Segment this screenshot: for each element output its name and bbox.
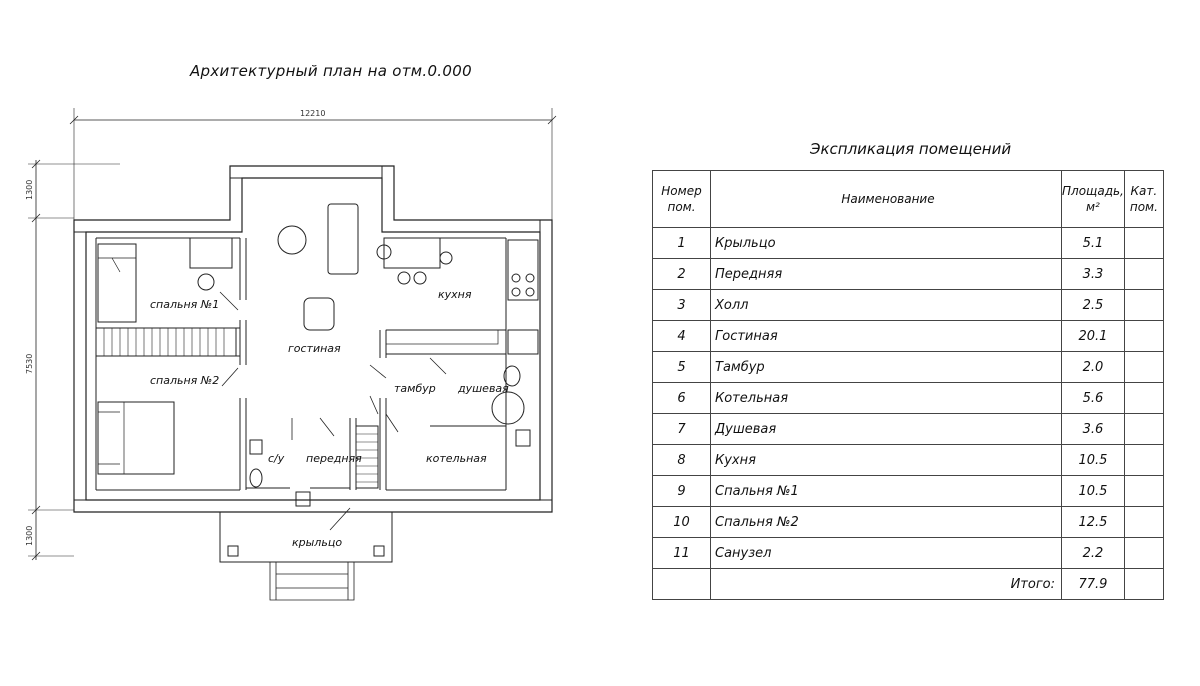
row-cat <box>1123 351 1164 383</box>
row-cat <box>1123 506 1164 538</box>
header-area: Площадь, м² <box>1061 170 1125 228</box>
row-num: 1 <box>652 227 711 259</box>
row-num: 5 <box>652 351 711 383</box>
row-num: 4 <box>652 320 711 352</box>
dim-top: 12210 <box>300 109 325 118</box>
room-label-bedroom2: спальня №2 <box>150 374 219 387</box>
row-cat <box>1123 444 1164 476</box>
plan-title: Архитектурный план на отм.0.000 <box>190 62 472 80</box>
row-num: 2 <box>652 258 711 290</box>
room-label-wc: с/у <box>268 452 285 465</box>
total-label: Итого: <box>710 568 1062 600</box>
row-num: 9 <box>652 475 711 507</box>
row-num: 10 <box>652 506 711 538</box>
row-cat <box>1123 382 1164 414</box>
row-name: Крыльцо <box>710 227 1062 259</box>
row-area: 3.3 <box>1061 258 1125 290</box>
row-area: 2.5 <box>1061 289 1125 321</box>
room-label-boiler: котельная <box>426 452 487 465</box>
row-num: 3 <box>652 289 711 321</box>
explication-table: Номер пом. Наименование Площадь, м² Кат.… <box>652 170 1164 600</box>
total-value: 77.9 <box>1061 568 1125 600</box>
row-name: Тамбур <box>710 351 1062 383</box>
row-cat <box>1123 320 1164 352</box>
room-label-porch: крыльцо <box>292 536 342 549</box>
row-cat <box>1123 227 1164 259</box>
row-cat <box>1123 289 1164 321</box>
room-label-shower: душевая <box>457 382 509 395</box>
row-area: 10.5 <box>1061 475 1125 507</box>
row-name: Холл <box>710 289 1062 321</box>
row-area: 5.6 <box>1061 382 1125 414</box>
row-num: 11 <box>652 537 711 569</box>
row-area: 10.5 <box>1061 444 1125 476</box>
total-cat <box>1123 568 1164 600</box>
row-name: Санузел <box>710 537 1062 569</box>
row-name: Передняя <box>710 258 1062 290</box>
total-num <box>652 568 711 600</box>
room-label-hallway: передняя <box>306 452 362 465</box>
row-name: Котельная <box>710 382 1062 414</box>
header-name: Наименование <box>710 170 1062 228</box>
row-name: Кухня <box>710 444 1062 476</box>
row-num: 8 <box>652 444 711 476</box>
row-cat <box>1123 413 1164 445</box>
row-name: Спальня №1 <box>710 475 1062 507</box>
row-num: 6 <box>652 382 711 414</box>
row-name: Гостиная <box>710 320 1062 352</box>
row-area: 3.6 <box>1061 413 1125 445</box>
table-header-row: Номер пом. Наименование Площадь, м² Кат.… <box>652 170 1164 228</box>
dim-left-top: 1300 <box>25 180 34 200</box>
header-cat: Кат. пом. <box>1123 170 1164 228</box>
dim-left-middle: 7530 <box>25 354 34 374</box>
row-cat <box>1123 537 1164 569</box>
row-area: 5.1 <box>1061 227 1125 259</box>
room-label-living: гостиная <box>288 342 341 355</box>
table-total-row: Итого: 77.9 <box>652 568 1164 600</box>
dim-left-bottom: 1300 <box>25 526 34 546</box>
room-label-vestibule: тамбур <box>394 382 436 395</box>
header-num: Номер пом. <box>652 170 711 228</box>
row-name: Душевая <box>710 413 1062 445</box>
row-area: 20.1 <box>1061 320 1125 352</box>
room-label-kitchen: кухня <box>438 288 472 301</box>
row-area: 2.0 <box>1061 351 1125 383</box>
row-area: 12.5 <box>1061 506 1125 538</box>
explication-title: Экспликация помещений <box>810 140 1012 158</box>
row-num: 7 <box>652 413 711 445</box>
row-cat <box>1123 475 1164 507</box>
row-cat <box>1123 258 1164 290</box>
row-name: Спальня №2 <box>710 506 1062 538</box>
row-area: 2.2 <box>1061 537 1125 569</box>
room-label-bedroom1: спальня №1 <box>150 298 219 311</box>
